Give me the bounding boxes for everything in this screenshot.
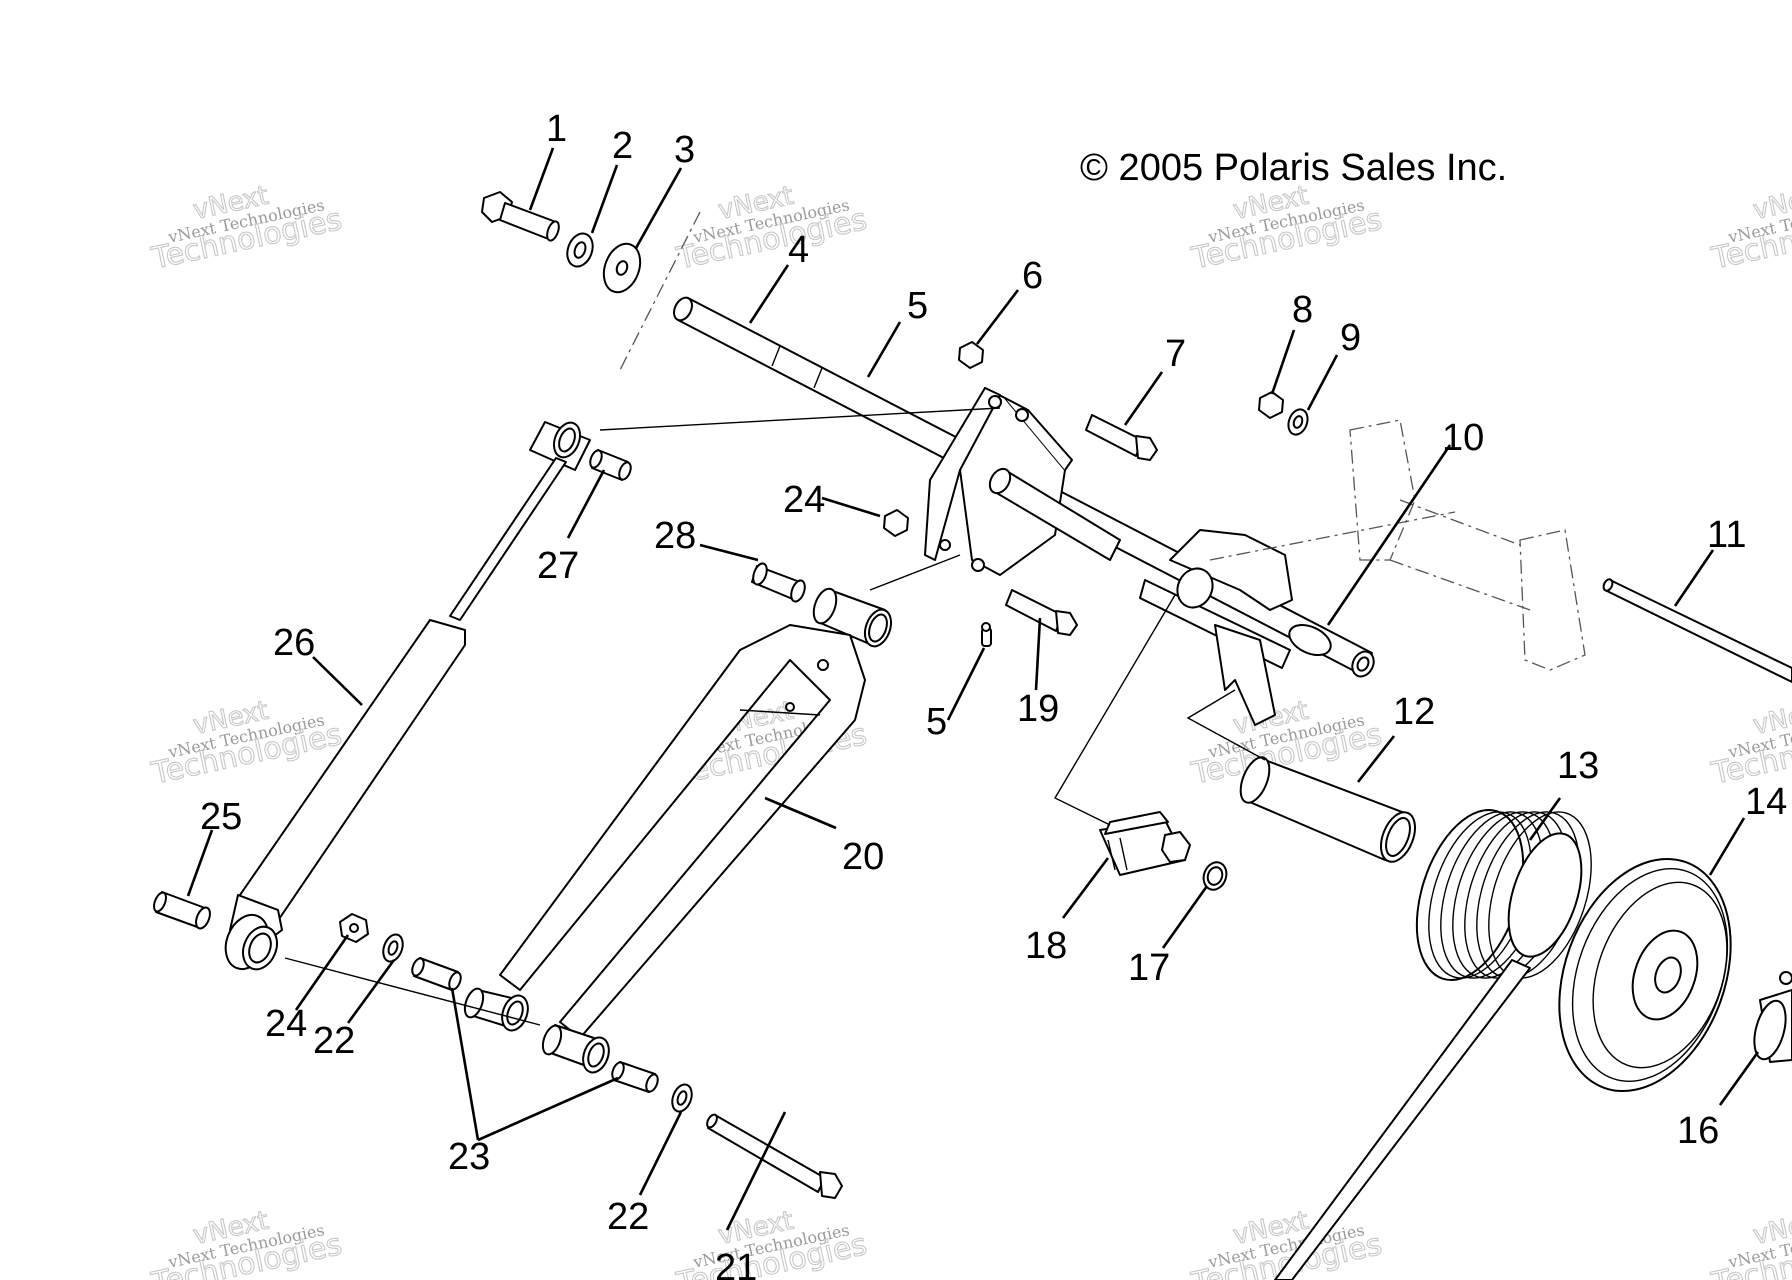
part-24-nut-lower [339,913,369,943]
callout-27: 27 [537,545,579,587]
callout-24-upper: 24 [783,479,825,521]
leader-lines [186,147,1760,1231]
watermark: vNext vNext Technologies Technologies [673,180,871,277]
part-28-bushing [751,562,806,603]
callout-10: 10 [1442,417,1484,459]
callout-20: 20 [842,836,884,878]
leader-12-assembly [1186,689,1266,761]
callout-25: 25 [200,796,242,838]
part-18-block [1099,811,1191,876]
part-8-nut [1258,391,1284,419]
callout-12: 12 [1393,691,1435,733]
watermark: vNext vNext Technologies Technologies [148,695,346,792]
arm-20-lower-bushing-right [541,1024,610,1074]
part-5-fitting [981,622,992,647]
callout-3: 3 [674,129,695,171]
callout-5: 5 [907,285,928,327]
callout-24-lower: 24 [265,1003,307,1045]
callout-22-lower: 22 [607,1196,649,1238]
copyright-notice: © 2005 Polaris Sales Inc. [1080,147,1507,189]
leader-shock-bracket [599,407,1001,431]
part-3-washer [602,242,642,294]
part-1-bolt [481,191,560,242]
part-7-bolt [1085,414,1158,461]
leader-bushing-bracket [869,554,961,591]
part-16-sleeve [1753,971,1792,1063]
watermark: vNext vNext Technologies Technologies [1708,695,1792,792]
callout-8: 8 [1292,289,1313,331]
scissor-arm-assembly [1139,529,1332,726]
leader-18-assembly [1054,594,1176,826]
callout-13: 13 [1557,745,1599,787]
callout-23: 23 [448,1136,490,1178]
part-9-washer [1287,408,1309,436]
callout-4: 4 [788,229,809,271]
arm-20-upper-bushing [812,587,893,648]
part-22-washer-upper [382,933,404,963]
arm-20-lower-bushing-left [463,987,529,1032]
part-25-bushing [153,891,211,930]
callout-28: 28 [654,515,696,557]
part-23-bushing-lower [611,1061,659,1093]
callout-16: 16 [1677,1110,1719,1152]
part-17-washer [1202,861,1228,891]
rear-frame-outline [1209,419,1586,671]
part-21-bolt [706,1113,843,1199]
callout-labels: 1 2 3 4 5 6 7 8 9 10 11 12 13 14 16 17 1… [200,108,1787,1280]
watermark: vNext vNext Technologies Technologies [1708,1205,1792,1280]
part-19-bolt [1005,589,1078,636]
watermark: vNext vNext Technologies Technologies [1708,180,1792,277]
part-22-washer-lower [671,1083,693,1113]
callout-17: 17 [1128,947,1170,989]
callout-26: 26 [273,622,315,664]
watermark: vNext vNext Technologies Technologies [148,1205,346,1280]
callout-14: 14 [1745,781,1787,823]
part-26-shock [224,421,591,971]
assembly-axis-line [619,211,701,371]
watermark: vNext vNext Technologies Technologies [673,1205,871,1280]
part-14-wheel [1558,857,1732,1093]
callout-5-fitting: 5 [926,701,947,743]
callout-21: 21 [715,1247,757,1280]
watermark: vNext vNext Technologies Technologies [148,180,346,277]
part-24-nut-upper [883,509,909,537]
callout-9: 9 [1340,317,1361,359]
part-11-rod [1602,578,1792,683]
callout-11: 11 [1707,514,1746,556]
callout-6: 6 [1022,255,1043,297]
part-20-arm [499,624,866,1039]
leader-shock-lower [284,957,541,1026]
part-12-tube [1239,756,1416,863]
callout-18: 18 [1025,925,1067,967]
callout-2: 2 [612,125,633,167]
callout-22-upper: 22 [313,1020,355,1062]
callout-1: 1 [546,108,567,150]
part-6-nut [958,341,984,369]
part-27-bushing [589,449,632,481]
callout-7: 7 [1165,333,1186,375]
watermark: vNext vNext Technologies Technologies [1188,1205,1386,1280]
callout-19: 19 [1017,688,1059,730]
part-13-spring [1274,809,1592,1280]
part-23-bushing-upper [411,957,462,991]
pivot-bracket [924,387,1121,576]
part-2-washer [566,232,594,268]
